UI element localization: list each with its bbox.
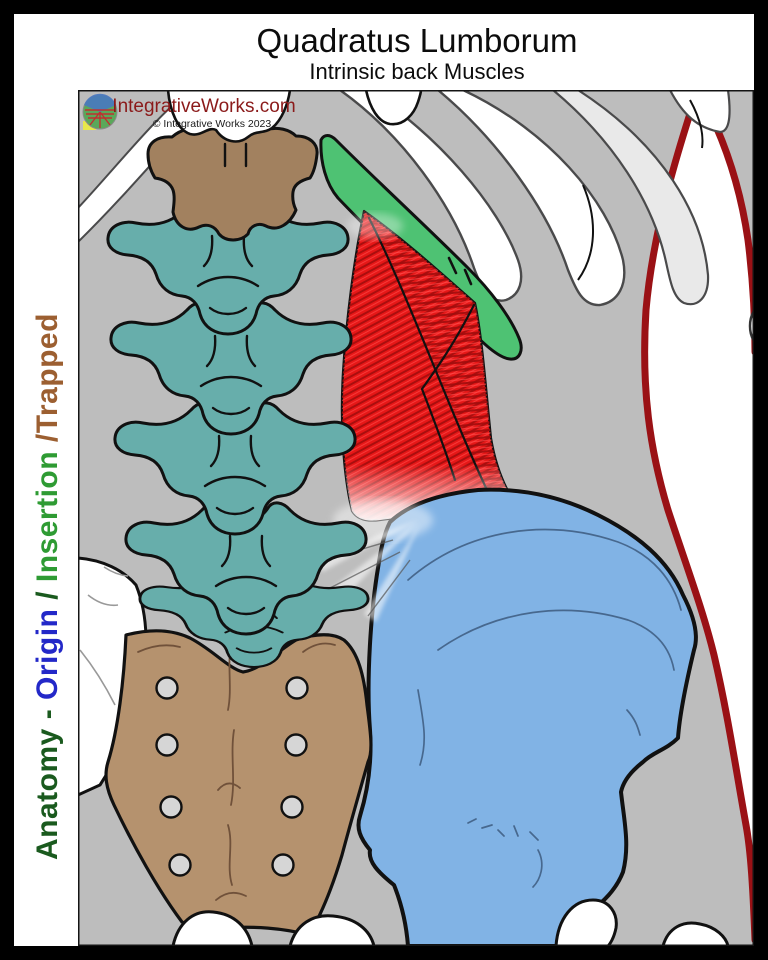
muscle-fascia-fade — [341, 211, 508, 521]
rib-corner-fragment — [668, 90, 731, 134]
rib-upper-2 — [436, 90, 626, 307]
lower-bone-lumps — [171, 898, 730, 946]
label-dash: - — [31, 699, 64, 729]
upper-bone-lumps — [166, 90, 423, 143]
label-origin: Origin — [31, 608, 64, 700]
sacrum — [104, 629, 373, 937]
ribs-group — [338, 90, 731, 307]
label-insertion: Insertion — [31, 450, 64, 583]
illustration-border — [78, 90, 754, 946]
muscle-origin-glow — [347, 213, 403, 239]
label-anatomy: Anatomy — [31, 728, 64, 860]
site-name: IntegrativeWorks.com — [112, 96, 295, 117]
header: Quadratus Lumborum Intrinsic back Muscle… — [14, 14, 754, 90]
label-trapped: Trapped — [31, 313, 64, 434]
integrative-works-logo — [82, 93, 118, 130]
rib-upper-3 — [551, 90, 710, 306]
page-subtitle: Intrinsic back Muscles — [309, 58, 525, 84]
vertical-label: Anatomy - Origin / Insertion /Trapped — [31, 313, 65, 860]
label-slash2: / — [31, 433, 64, 451]
ilium-blue — [356, 487, 698, 946]
sacral-foramina — [155, 676, 309, 877]
left-label-strip: Anatomy - Origin / Insertion /Trapped — [14, 90, 78, 946]
rib-edge-line-1 — [577, 184, 595, 281]
skin-contour-left-line — [641, 90, 754, 944]
copyright-text: © Integrative Works 2023 — [153, 118, 272, 130]
label-slash1: / — [31, 582, 64, 609]
quadratus-lumborum-muscle — [340, 209, 509, 522]
page-title: Quadratus Lumborum — [256, 22, 578, 59]
coccyx — [288, 914, 376, 946]
rib12-tick-marks — [447, 256, 473, 286]
rib-upper-1 — [338, 90, 523, 302]
rib-edge-line-2 — [689, 99, 704, 149]
anatomy-illustration: IntegrativeWorks.com © Integrative Works… — [78, 90, 754, 946]
